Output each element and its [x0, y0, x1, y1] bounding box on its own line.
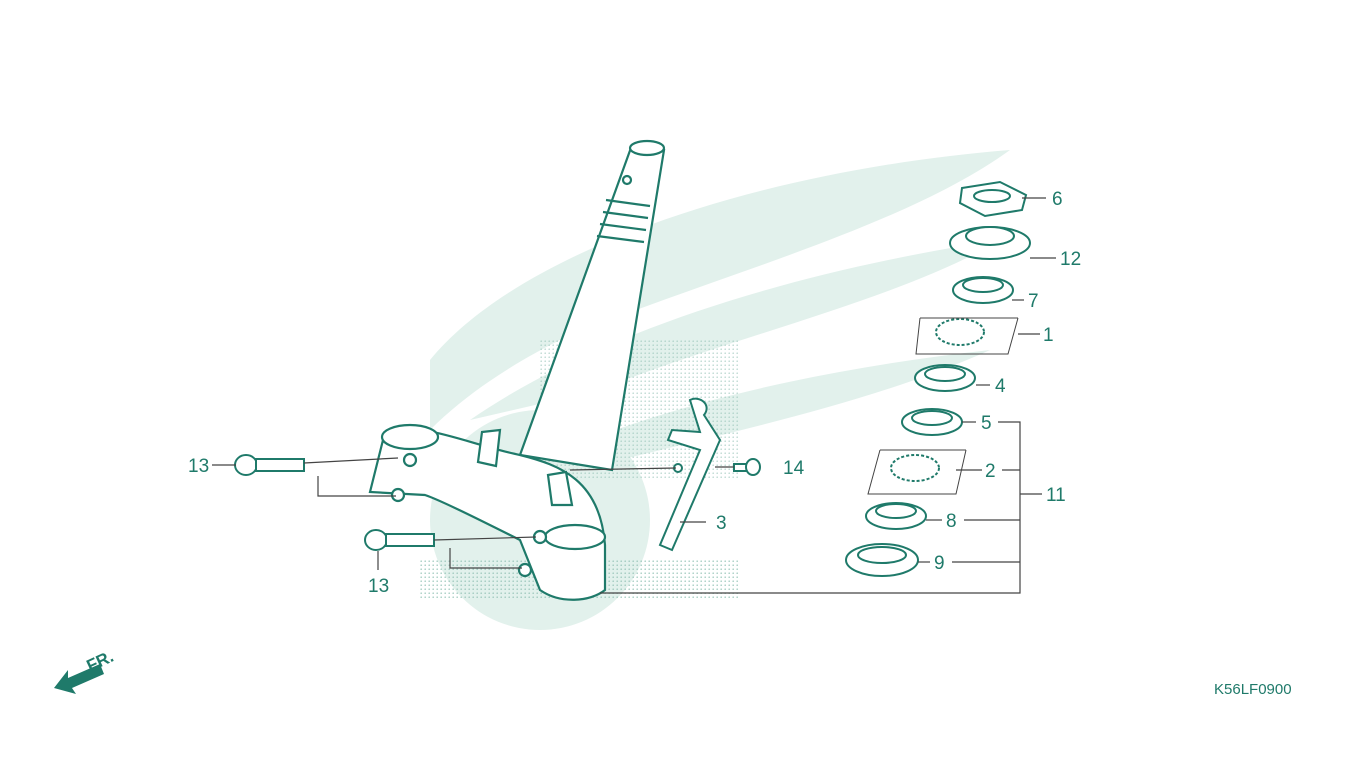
steering-stem [518, 139, 666, 472]
brand-watermark [420, 150, 1010, 630]
callout-13-lower: 13 [368, 576, 389, 597]
leader-lines [212, 197, 1056, 594]
callout-5: 5 [981, 413, 992, 434]
callout-1: 1 [1043, 325, 1054, 346]
callout-6: 6 [1052, 189, 1063, 210]
callout-4: 4 [995, 376, 1006, 397]
front-direction-arrow-icon [54, 664, 104, 694]
callout-7: 7 [1028, 291, 1039, 312]
callout-2: 2 [985, 461, 996, 482]
upper-ball-bearing [915, 317, 1019, 355]
bolt-13-lower [364, 529, 435, 551]
callout-14: 14 [783, 458, 805, 479]
diagram-code: K56LF0900 [1214, 681, 1292, 698]
callout-11: 11 [1046, 485, 1066, 506]
callout-12: 12 [1060, 249, 1081, 270]
callout-8: 8 [946, 511, 957, 532]
bolt-13-upper [234, 454, 305, 476]
fork-bottom-bridge [368, 423, 607, 601]
callout-13-upper: 13 [188, 456, 209, 477]
lower-ball-bearing [867, 449, 967, 495]
screw-14 [733, 458, 761, 476]
callout-3: 3 [716, 513, 727, 534]
callout-9: 9 [934, 553, 945, 574]
